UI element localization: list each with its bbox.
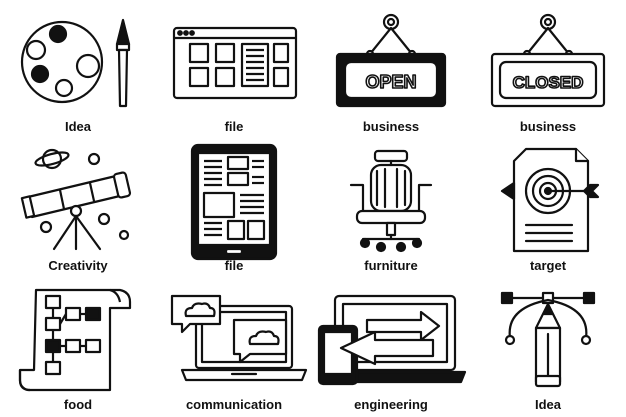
icon-label: food [63,397,93,412]
icon-tile-food: food [0,278,156,417]
icon-label: furniture [364,258,418,273]
icon-label: Idea [534,397,561,412]
closed-sign-icon: CLOSED [470,0,626,110]
icon-tile-idea-pen: Idea [470,278,626,417]
icon-tile-engineering: engineering [313,278,469,417]
icon-label: file [224,258,244,273]
icon-label: target [529,258,567,273]
icon-tile-creativity: Creativity [0,139,156,278]
open-sign-icon: OPEN [313,0,469,110]
icon-tile-file-tablet: file [156,139,312,278]
icon-label: Creativity [48,258,108,273]
devices-sync-icon [313,278,469,388]
icon-tile-target: target [470,139,626,278]
sign-text: CLOSED [513,73,584,92]
office-chair-icon [313,139,469,249]
icon-tile-furniture: furniture [313,139,469,278]
laptop-chat-icon [156,278,312,388]
pen-tool-icon [470,278,626,388]
icon-tile-business-open: OPEN business [313,0,469,139]
icon-label: communication [185,397,283,412]
telescope-icon [0,139,156,249]
icon-label: engineering [354,397,428,412]
icon-tile-communication: communication [156,278,312,417]
icon-tile-business-closed: CLOSED business [470,0,626,139]
target-document-icon [470,139,626,249]
palette-brush-icon [0,0,156,110]
icon-label: Idea [64,119,91,134]
icon-tile-idea: Idea [0,0,156,139]
icon-tile-file: file [156,0,312,139]
tablet-document-icon [156,139,312,249]
icon-label: file [224,119,244,134]
flowchart-scroll-icon [0,278,156,388]
icon-label: business [519,119,577,134]
sign-text: OPEN [365,72,416,92]
icon-label: business [362,119,420,134]
browser-window-icon [156,0,312,110]
